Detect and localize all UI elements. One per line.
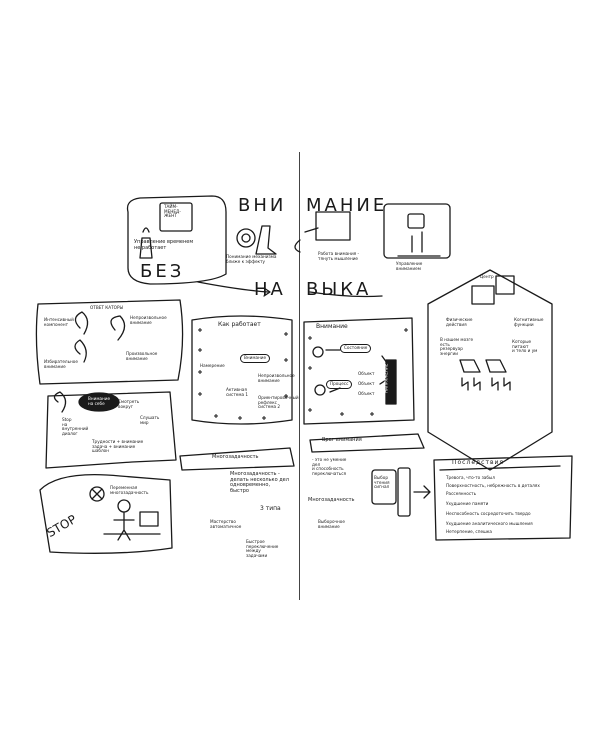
board-icon: [315, 211, 351, 241]
stop-cross-icon: [89, 486, 105, 502]
desk-monitor: [139, 511, 159, 527]
multitask-banner-shape: [179, 447, 295, 471]
vertical-label-box: [385, 359, 397, 405]
selective-label: Выборочное внимание: [318, 519, 345, 529]
consequence-2: Поверхностность, небрежность в деталях: [446, 483, 540, 488]
focus-bubble: Внимание на себе: [88, 396, 111, 406]
multitask-banner: Многозадачность: [212, 454, 259, 460]
types-item-3: Избирательное внимание: [44, 359, 78, 369]
enemy-banner: Враг внимания: [322, 437, 362, 443]
focus-item-3: Слушать мир: [140, 415, 160, 425]
object-2: Объект: [358, 381, 375, 386]
first-steps-caption: Работа внимания - тянуть мышление: [318, 251, 360, 261]
time-manager-sign: ТАЙМ- МЕНЕД- ЖЕНТ: [164, 204, 181, 219]
brain-load: Выбор чтения сигнал: [374, 475, 390, 490]
focus-item-1: Stop на внутренний диалог: [62, 417, 89, 436]
center-title: Центр: [480, 274, 494, 279]
state-bubble: Состояние: [340, 344, 372, 353]
memory-box: [471, 285, 495, 305]
attention-bubble: Внимание: [240, 354, 271, 363]
types-count: 3 типа: [260, 505, 281, 512]
stop-caption: Переменная многозадачность: [110, 485, 149, 495]
types-title: ОТВЕТ КАТОРЫ: [90, 305, 124, 310]
title-bez: БЕЗ: [140, 261, 185, 282]
how-it-works-frame: [191, 315, 293, 425]
hexagon-frame: [427, 269, 553, 471]
enemy-text: - это не умение дел и способность перекл…: [312, 457, 347, 476]
consequence-1: Тревога, что-то забыл: [446, 475, 495, 480]
target-icon: [236, 228, 256, 248]
object-3: Объект: [358, 391, 375, 396]
attention-frame: [303, 317, 415, 425]
types-item-4: Произвольное внимание: [126, 351, 158, 361]
energy-text: Которые питают и тело и ум: [512, 339, 538, 354]
pedestal-icon: [397, 231, 441, 257]
memory-left: Физические действия: [446, 317, 473, 327]
active-system-label: Активная система 1: [226, 387, 249, 397]
how-it-works-title: Как работает: [218, 321, 261, 328]
process-bubble: Процесс: [326, 380, 353, 389]
types-item-1: Интенсивный компонент: [44, 317, 74, 327]
brain-load-box: [371, 469, 397, 505]
consequences-title: Последствия: [452, 459, 504, 466]
enemy-banner-shape: [309, 433, 425, 453]
multitask-word: Многозадачность: [308, 497, 355, 503]
control-frame: [383, 203, 451, 259]
consequence-3: Рассеянность: [446, 491, 477, 496]
page-spine: [299, 152, 301, 600]
control-caption: Управление вниманием: [396, 261, 423, 271]
vertical-label: НАПРЯЖЕНИЕ: [383, 363, 389, 393]
title-manie: МАНИЕ: [306, 195, 388, 216]
stop-frame: [39, 473, 173, 554]
consequences-box: [433, 455, 573, 541]
title-na: НА: [254, 279, 286, 300]
brain-text: В нашем мозге есть резервуар энергии: [440, 337, 474, 356]
time-manager-frame: [126, 195, 227, 285]
mechanism-caption: Понимание механизма ближе к эффекту: [226, 254, 277, 264]
type-1: Мастерство автоматичное: [210, 519, 242, 529]
focus-box: [45, 391, 177, 469]
memory-right: Когнитивные функции: [514, 317, 544, 327]
consequence-7: Нетерпение, спешка: [446, 529, 492, 534]
person-head-icon: [117, 499, 131, 513]
object-1: Объект: [358, 371, 375, 376]
type-2: Быстрое переключение между задачами: [246, 539, 279, 558]
ear-icon: [53, 391, 67, 413]
time-manager-board: [159, 202, 193, 232]
types-box: [35, 299, 184, 385]
consequence-5: Неспособность сосредоточить твердо: [446, 511, 531, 516]
multitask-text: Многозадачность - делать несколько дел о…: [230, 471, 289, 494]
multitask-device: [397, 467, 411, 517]
involuntary-label: Непроизвольное внимание: [258, 373, 295, 383]
time-management-caption: Управление временем не работает: [134, 239, 194, 251]
vase-icon: [139, 227, 153, 259]
focus-bubble-shape: [78, 392, 120, 412]
consequence-4: Ухудшение памяти: [446, 501, 489, 506]
types-item-2: Непроизвольное внимание: [130, 315, 167, 325]
intention-label: Намерение: [200, 363, 225, 368]
title-vni: ВНИ: [238, 195, 287, 216]
focus-item-2: Смотреть вокруг: [118, 399, 140, 409]
reflex-label: Ориентировочный рефлекс система 2: [258, 395, 299, 410]
attention-title: Внимание: [316, 323, 348, 330]
title-vyka: ВЫКА: [306, 279, 372, 300]
consequence-6: Ухудшение аналитического мышления: [446, 521, 533, 526]
focus-item-4: Трудности + внимание задача + внимание ш…: [92, 439, 144, 454]
plug-icon: [255, 225, 277, 255]
